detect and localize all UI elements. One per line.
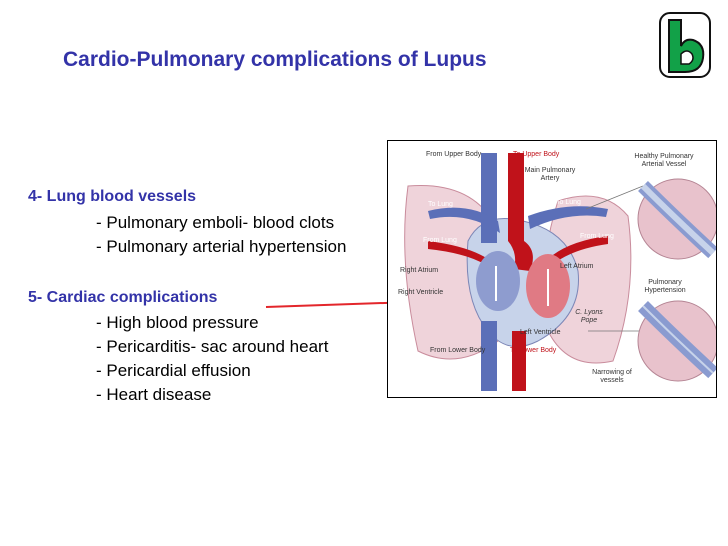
label-narrowing: Narrowing of vessels	[592, 369, 632, 384]
list-item: - Heart disease	[96, 385, 212, 404]
label-from-lung-left: From Lung	[423, 237, 457, 244]
label-from-upper-body: From Upper Body	[426, 151, 482, 158]
label-right-atrium: Right Atrium	[400, 267, 439, 274]
heart-diagram: From Upper Body To Upper Body Main Pulmo…	[387, 140, 717, 398]
label-from-lung-right: From Lung	[580, 233, 614, 240]
label-from-lower-body: From Lower Body	[430, 347, 486, 354]
heart-illustration	[404, 153, 716, 391]
logo-mark	[659, 12, 711, 78]
list-item: - Pulmonary emboli- blood clots	[96, 213, 335, 232]
page-title: Cardio-Pulmonary complications of Lupus	[63, 48, 487, 71]
label-main-pulmonary-artery: Main Pulmonary Artery	[524, 167, 576, 182]
label-right-ventricle: Right Ventricle	[398, 289, 444, 296]
list-item: - Pericarditis- sac around heart	[96, 337, 329, 356]
label-left-atrium: Left Atrium	[560, 263, 594, 270]
list-item: - Pulmonary arterial hypertension	[96, 237, 347, 256]
label-to-lung-right: To Lung	[556, 199, 581, 206]
section-heading-lung: 4- Lung blood vessels	[28, 188, 197, 205]
label-to-lung-left: To Lung	[428, 201, 453, 208]
label-to-upper-body: To Upper Body	[513, 151, 560, 158]
label-pulmonary-hypertension: Pulmonary Hypertension	[644, 279, 686, 294]
label-left-ventricle: Left Ventricle	[520, 329, 561, 336]
label-healthy-vessel: Healthy Pulmonary Arterial Vessel	[634, 153, 694, 168]
section-heading-cardiac: 5- Cardiac complications	[28, 289, 218, 306]
artist-signature: C. Lyons Pope	[575, 309, 603, 324]
logo	[659, 12, 711, 78]
list-item: - High blood pressure	[96, 313, 259, 332]
label-to-lower-body: To Lower Body	[510, 347, 557, 354]
list-item: - Pericardial effusion	[96, 361, 251, 380]
